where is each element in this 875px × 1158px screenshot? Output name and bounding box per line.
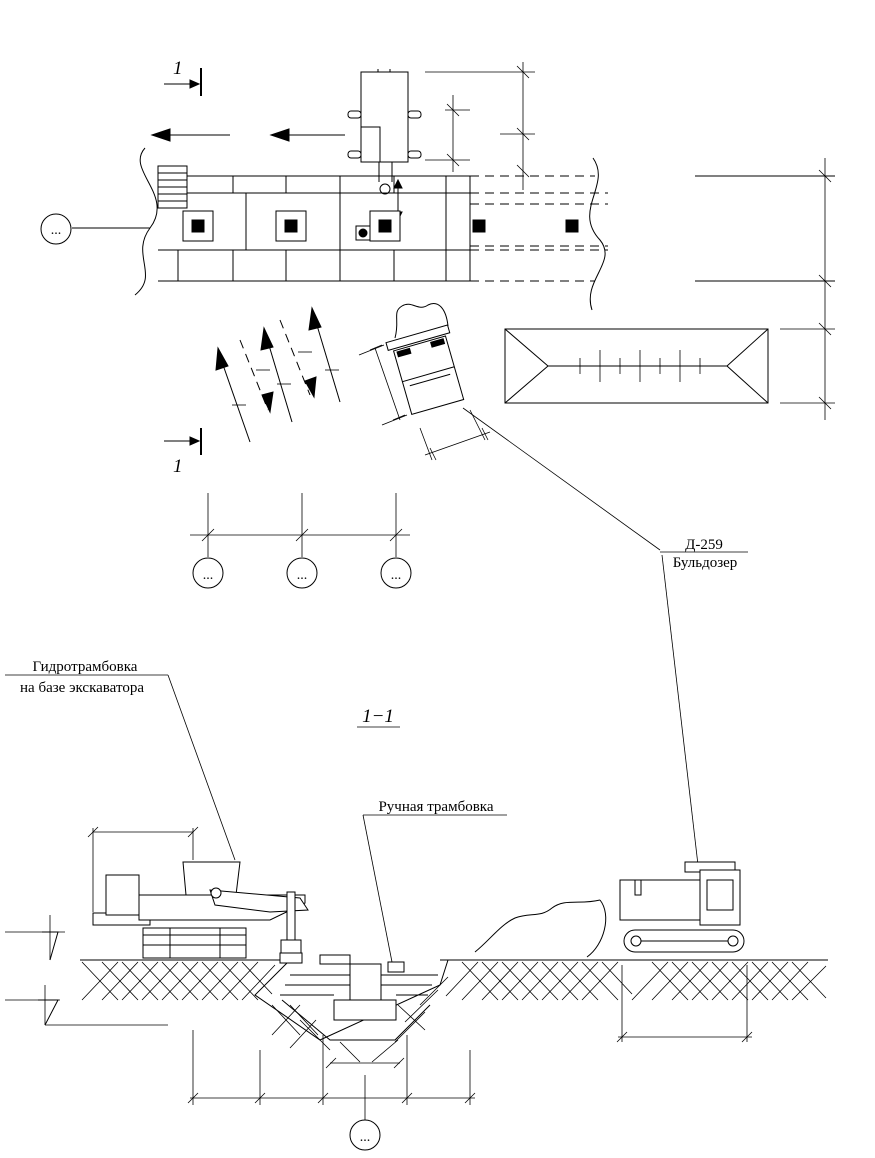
hydro-rammer-callout: Гидротрамбовка на базе экскаватора: [5, 659, 236, 861]
plan-view: 1: [40, 58, 835, 589]
hydro-rammer-side: [87, 826, 309, 964]
trench-plan: ...: [40, 147, 835, 311]
svg-text:...: ...: [391, 568, 402, 583]
bulldozer-side: [474, 861, 753, 1043]
bulldozer-name-label: Бульдозер: [673, 555, 738, 571]
trench-axis-bubble: [40, 213, 72, 245]
movement-arrows-top: [150, 128, 345, 142]
soil-hatching: [81, 961, 827, 1063]
bulldozer-callout: Д-259 Бульдозер: [660, 537, 748, 866]
section-mark-bottom-label: 1: [173, 456, 183, 477]
manual-rammer-callout: Ручная трамбовка: [362, 799, 507, 963]
bulldozer-plan: [358, 303, 661, 551]
section-dimensions-bottom: ...: [187, 1030, 476, 1151]
section-mark-top-label: 1: [173, 58, 183, 79]
svg-text:...: ...: [51, 223, 62, 238]
section-mark-bottom: 1: [164, 428, 202, 477]
section-axis-bubble: [349, 1119, 381, 1151]
bulldozer-model-label: Д-259: [685, 537, 723, 553]
section-title-label: 1−1: [362, 706, 394, 727]
column-axis-bubble-2: [286, 557, 318, 589]
plan-dimensions-right: [780, 158, 835, 420]
section-mark-top: 1: [164, 58, 202, 96]
foundation-pit: [254, 954, 449, 1041]
column-axis-bubble-3: [380, 557, 412, 589]
soil-stockpile-plan: [504, 328, 769, 404]
section-title: 1−1: [357, 706, 400, 728]
column-axes: ... ... ...: [190, 493, 412, 589]
level-marks-left: [5, 915, 168, 1026]
svg-text:...: ...: [297, 568, 308, 583]
plan-dimensions-top: [425, 62, 535, 190]
section-view: ...: [5, 826, 828, 1151]
hydro-rammer-label-line2: на базе экскаватора: [20, 680, 144, 696]
compaction-arrows: [215, 306, 341, 443]
svg-text:...: ...: [360, 1130, 371, 1145]
manual-rammer-label: Ручная трамбовка: [378, 799, 493, 815]
column-axis-bubble-1: [192, 557, 224, 589]
svg-text:...: ...: [203, 568, 214, 583]
hydro-rammer-label-line1: Гидротрамбовка: [33, 659, 138, 675]
hydro-rammer-plan: [347, 69, 422, 222]
